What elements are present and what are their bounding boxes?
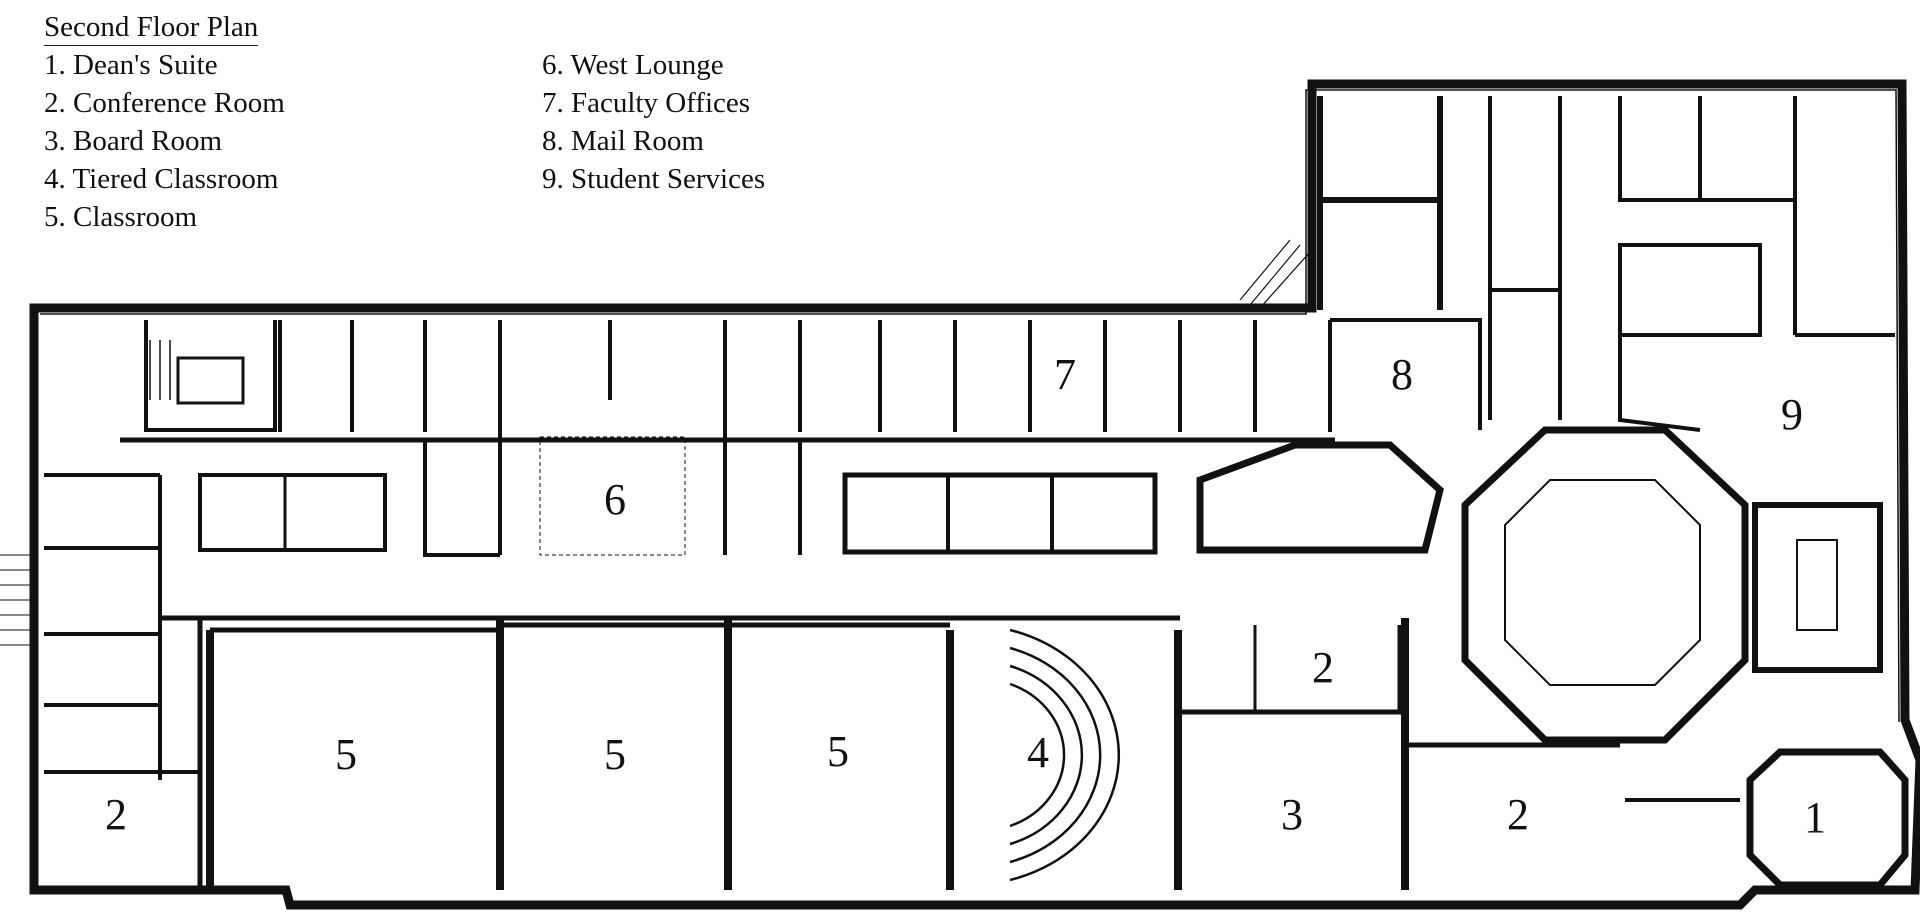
room-label-deans-suite: 1 (1804, 793, 1826, 842)
room-label-board-room: 3 (1281, 790, 1303, 839)
room-label-student-services: 9 (1781, 390, 1803, 439)
legend-item: 2. Conference Room (44, 87, 285, 119)
legend-item: 5. Classroom (44, 201, 198, 233)
mail-room-wall (1330, 318, 1482, 430)
legend-column-1: 1. Dean's Suite 2. Conference Room 3. Bo… (44, 46, 285, 236)
room-label-faculty-offices: 7 (1054, 350, 1076, 399)
legend-item: 4. Tiered Classroom (44, 163, 279, 195)
rotunda-inner (1504, 479, 1701, 686)
legend-title: Second Floor Plan (44, 10, 259, 46)
room-label-mail-room: 8 (1391, 350, 1413, 399)
legend-item: 9. Student Services (542, 163, 766, 195)
legend-item: 1. Dean's Suite (44, 49, 218, 81)
north-office-walls (144, 320, 1332, 432)
legend-item: 6. West Lounge (542, 49, 724, 81)
legend-item: 3. Board Room (44, 125, 223, 157)
legend-item: 7. Faculty Offices (542, 87, 751, 119)
central-offices (842, 472, 1158, 555)
west-lounge-outline (539, 436, 686, 556)
deans-suite (1746, 748, 1909, 889)
outer-wall-line (40, 89, 1900, 723)
room-label-conference-south: 2 (1507, 790, 1529, 839)
room-label-conference-west: 2 (105, 790, 127, 839)
rotunda (1461, 426, 1749, 744)
tiered-seating (1009, 628, 1121, 882)
legend-column-2: 6. West Lounge 7. Faculty Offices 8. Mai… (542, 46, 765, 198)
room-label-classroom-1: 5 (335, 730, 357, 779)
room-label-classroom-3: 5 (827, 727, 849, 776)
room-label-west-lounge: 6 (604, 475, 626, 524)
room-label-conference-north: 2 (1312, 643, 1334, 692)
legend-item: 8. Mail Room (542, 125, 704, 157)
room-label-tiered-classroom: 4 (1027, 728, 1049, 777)
room-label-classroom-2: 5 (604, 730, 626, 779)
classroom-walls (206, 618, 1409, 890)
outer-wall (29, 79, 1920, 910)
